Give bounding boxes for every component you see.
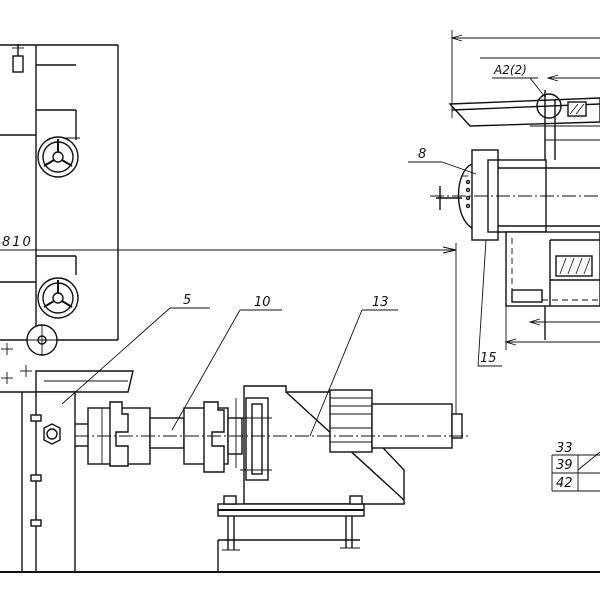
leader-13: 13 — [309, 295, 398, 437]
base-structure — [0, 370, 134, 573]
coupling-right — [183, 398, 243, 473]
table-cell-39: 39 — [556, 458, 573, 473]
motor — [75, 389, 468, 453]
callout-5: 5 — [183, 293, 191, 308]
detail-nozzle — [430, 149, 600, 241]
lower-pulley — [37, 277, 79, 319]
leader-8: 8 — [408, 147, 477, 175]
detail-lower-chamber — [504, 231, 600, 350]
dim-810-label: 810 — [2, 235, 33, 250]
parts-table: 33 39 42 — [551, 441, 600, 492]
table-cell-33: 33 — [556, 441, 573, 456]
dimension-810: 810 — [0, 235, 457, 420]
callout-15: 15 — [480, 351, 497, 366]
table-cell-42: 42 — [556, 476, 573, 491]
leader-10: 10 — [171, 295, 282, 431]
base-plate — [217, 495, 365, 572]
callout-8: 8 — [418, 147, 426, 162]
detail-A2-label: A2(2) — [492, 63, 546, 98]
callout-A2: A2(2) — [493, 63, 527, 77]
leader-15: 15 — [477, 239, 502, 367]
shaft — [149, 417, 185, 449]
detail-top-dimensions — [450, 30, 600, 118]
callout-10: 10 — [254, 295, 271, 310]
leader-5: 5 — [61, 293, 210, 405]
small-pulley — [25, 324, 60, 356]
upper-pulley — [37, 136, 79, 178]
callout-13: 13 — [372, 295, 389, 310]
coupling-left — [75, 401, 151, 467]
detail-hopper — [448, 90, 600, 340]
